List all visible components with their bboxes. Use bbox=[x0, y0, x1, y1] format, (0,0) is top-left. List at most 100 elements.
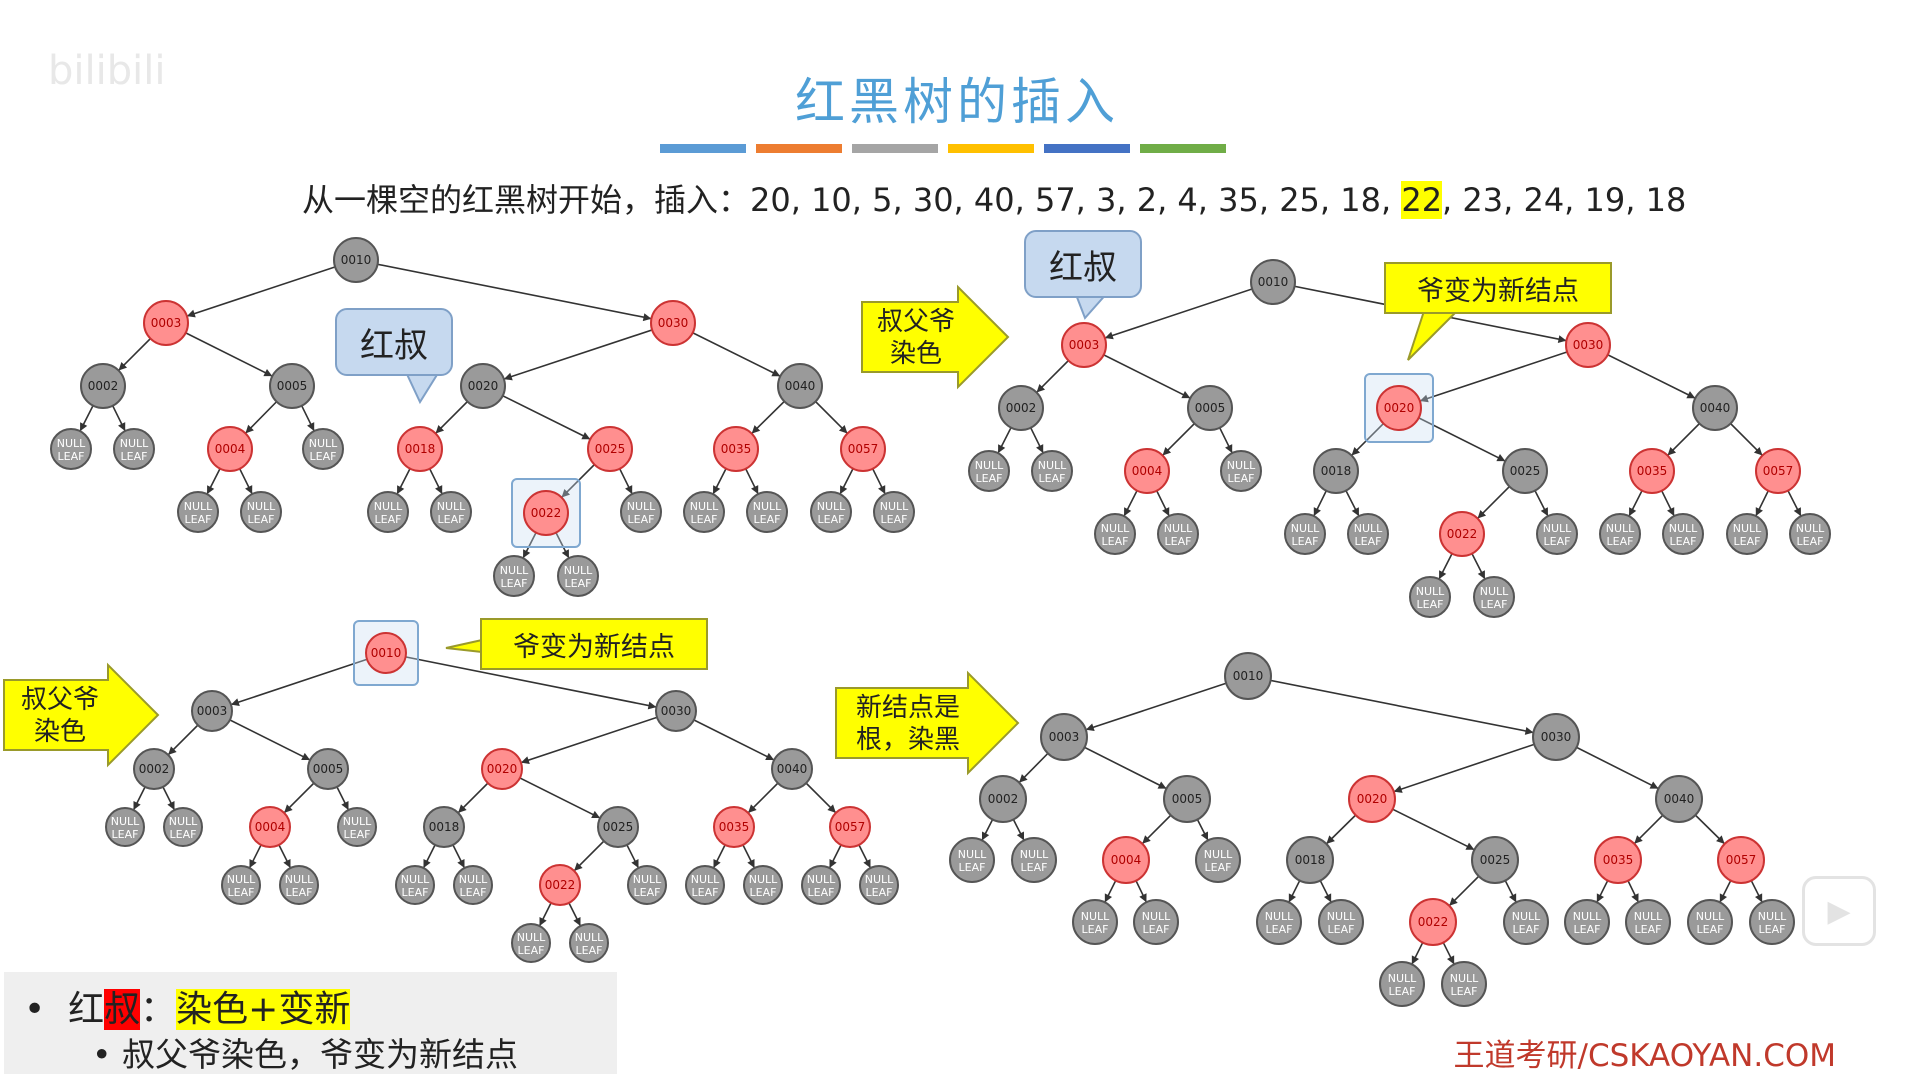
leaf-label: LEAF bbox=[501, 577, 528, 590]
edge-arrowhead bbox=[1755, 893, 1763, 903]
leaf-label: LEAF bbox=[1759, 923, 1786, 936]
edge-arrowhead bbox=[245, 424, 254, 434]
null-label: NULL bbox=[111, 815, 140, 828]
node-key: 0030 bbox=[661, 704, 692, 718]
node-circle bbox=[207, 426, 253, 472]
null-label: NULL bbox=[374, 500, 403, 513]
null-label: NULL bbox=[309, 437, 338, 450]
tree-edge bbox=[355, 259, 652, 320]
edge-arrowhead bbox=[713, 859, 721, 869]
node-key: 0035 bbox=[719, 820, 750, 834]
null-leaf-circle bbox=[511, 923, 551, 963]
summary-bullet: • bbox=[24, 989, 46, 1030]
tree-node-0022: 0022 bbox=[523, 490, 569, 536]
leaf-label: LEAF bbox=[1165, 535, 1192, 548]
null-leaf-circle bbox=[1011, 837, 1057, 883]
node-circle bbox=[713, 806, 755, 848]
arrow-root-black-label: 新结点是 根，染黑 bbox=[855, 693, 960, 755]
node-circle bbox=[481, 748, 523, 790]
leaf-label: LEAF bbox=[1355, 535, 1382, 548]
null-label: NULL bbox=[169, 815, 198, 828]
edge-arrowhead bbox=[284, 804, 293, 813]
edge-arrowhead bbox=[878, 485, 886, 495]
edge-arrowhead bbox=[573, 917, 581, 927]
node-circle bbox=[1502, 448, 1548, 494]
edge-arrowhead bbox=[1631, 893, 1639, 903]
edge-arrowhead bbox=[574, 862, 583, 871]
node-key: 0025 bbox=[595, 442, 626, 456]
edge-arrowhead bbox=[1753, 446, 1763, 456]
null-leaf-circle bbox=[1662, 513, 1704, 555]
null-label: NULL bbox=[1164, 522, 1193, 535]
tree-node-0004: 0004 bbox=[1124, 448, 1170, 494]
null-label: NULL bbox=[1758, 910, 1787, 923]
edge-arrowhead bbox=[1755, 507, 1763, 517]
leaf-label: LEAF bbox=[248, 513, 275, 526]
null-label: NULL bbox=[958, 848, 987, 861]
null-label: NULL bbox=[1388, 972, 1417, 985]
node-circle bbox=[365, 632, 407, 674]
node-circle bbox=[771, 748, 813, 790]
node-key: 0004 bbox=[1132, 464, 1163, 478]
edge-arrowhead bbox=[1225, 444, 1233, 454]
null-leaf-circle bbox=[569, 923, 609, 963]
tree-node-0040: 0040 bbox=[771, 748, 813, 790]
null-label: NULL bbox=[627, 500, 656, 513]
summary-uncle-highlight: 叔 bbox=[104, 989, 141, 1030]
node-circle bbox=[1717, 836, 1765, 884]
edge-arrowhead bbox=[765, 752, 775, 761]
tree-node-0004: 0004 bbox=[249, 806, 291, 848]
null-label: NULL bbox=[975, 459, 1004, 472]
null-label: NULL bbox=[1450, 972, 1479, 985]
tree-node-0003: 0003 bbox=[143, 300, 189, 346]
leaf-label: LEAF bbox=[692, 886, 719, 899]
node-key: 0057 bbox=[848, 442, 879, 456]
tree-node-0020: 0020 bbox=[1348, 775, 1396, 823]
leaf-label: LEAF bbox=[881, 513, 908, 526]
null-leaf-circle bbox=[683, 491, 725, 533]
leaf-label: LEAF bbox=[1021, 861, 1048, 874]
node-key: 0002 bbox=[988, 792, 1019, 806]
null-label: NULL bbox=[1291, 522, 1320, 535]
null-leaf-circle bbox=[1536, 513, 1578, 555]
tree-node-0020: 0020 bbox=[1376, 385, 1422, 431]
sequence-suffix: , 23, 24, 19, 18 bbox=[1442, 181, 1687, 219]
leaf-label: LEAF bbox=[1417, 598, 1444, 611]
summary-red: 红 bbox=[68, 989, 105, 1030]
node-circle bbox=[1286, 836, 1334, 884]
tree-node-0010: 0010 bbox=[365, 632, 407, 674]
leaf-label: LEAF bbox=[228, 886, 255, 899]
null-label: NULL bbox=[517, 931, 546, 944]
edge-arrowhead bbox=[1288, 893, 1296, 903]
edge-arrowhead bbox=[1540, 507, 1548, 517]
tree-node-0040: 0040 bbox=[777, 363, 823, 409]
edge-arrowhead bbox=[118, 361, 128, 371]
edge-arrowhead bbox=[1686, 391, 1696, 399]
node-circle bbox=[1163, 775, 1211, 823]
edge-arrowhead bbox=[751, 485, 759, 495]
node-key: 0004 bbox=[255, 820, 286, 834]
arrow-recolor-2-label: 叔父爷 染色 bbox=[20, 685, 99, 747]
play-icon[interactable]: ▶ bbox=[1802, 876, 1876, 946]
edge-arrowhead bbox=[1465, 842, 1475, 850]
null-label: NULL bbox=[1038, 459, 1067, 472]
null-leaf-circle bbox=[1726, 513, 1768, 555]
tree-edge bbox=[1085, 675, 1249, 731]
null-label: NULL bbox=[1733, 522, 1762, 535]
edge-arrowhead bbox=[642, 313, 652, 322]
null-leaf-circle bbox=[1072, 899, 1118, 945]
sequence-prefix: 从一棵空的红黑树开始，插入：20, 10, 5, 30, 40, 57, 3, … bbox=[302, 181, 1402, 219]
edge-arrowhead bbox=[263, 369, 273, 377]
